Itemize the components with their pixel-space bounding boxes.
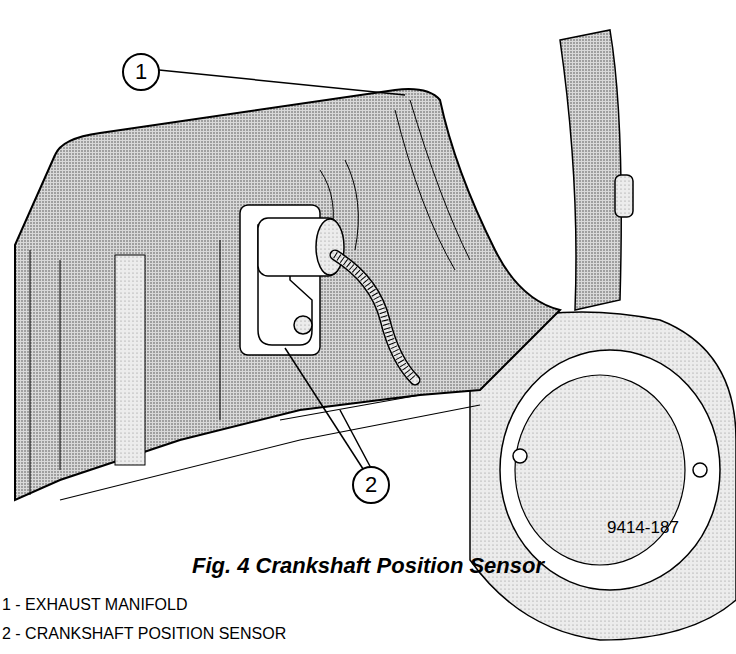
- legend-line: 1 - EXHAUST MANIFOLD: [2, 596, 188, 614]
- callout-number: 1: [122, 53, 160, 91]
- figure-number: 9414-187: [607, 518, 679, 538]
- legend-line: 2 - CRANKSHAFT POSITION SENSOR: [2, 625, 286, 643]
- figure-caption: Fig. 4 Crankshaft Position Sensor: [192, 553, 544, 579]
- callout-number: 2: [352, 466, 390, 504]
